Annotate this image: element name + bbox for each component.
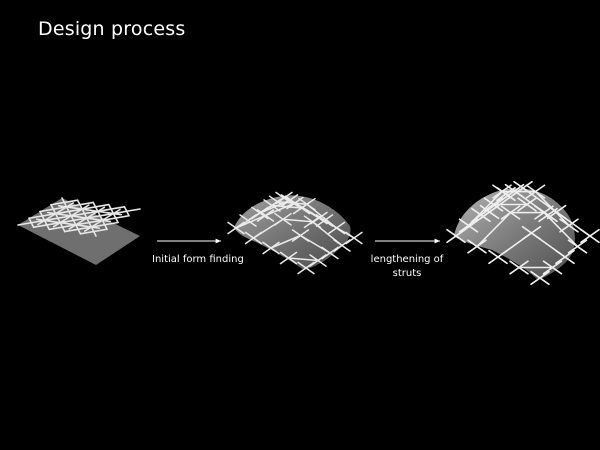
strut xyxy=(76,199,83,210)
strut xyxy=(28,217,35,228)
strut xyxy=(81,208,88,219)
strut xyxy=(57,205,122,216)
strut xyxy=(271,204,303,209)
strut xyxy=(39,210,46,222)
strut xyxy=(530,270,550,286)
strut xyxy=(35,218,100,229)
strut xyxy=(108,203,115,215)
strut xyxy=(68,206,106,230)
step-label-lengthening: lengthening of struts xyxy=(370,254,444,279)
strut xyxy=(90,226,97,237)
strut xyxy=(323,219,355,239)
strut xyxy=(101,219,108,231)
strut xyxy=(70,215,77,226)
shallow-dome-struts xyxy=(227,191,363,275)
tall-dome-struts xyxy=(446,180,600,286)
strut xyxy=(276,201,308,206)
strut xyxy=(75,224,82,235)
strut xyxy=(311,221,343,247)
strut xyxy=(282,218,314,223)
strut xyxy=(37,202,74,226)
strut xyxy=(65,206,72,217)
strut xyxy=(543,211,579,248)
strut xyxy=(497,232,533,258)
strut xyxy=(50,203,57,215)
strut xyxy=(264,202,296,217)
strut xyxy=(46,211,111,223)
strut xyxy=(52,204,90,228)
step-label-form-finding: Initial form finding xyxy=(152,254,244,265)
strut xyxy=(54,212,62,224)
strut xyxy=(530,232,566,258)
strut xyxy=(86,217,93,228)
page-title: Design process xyxy=(38,18,186,40)
strut xyxy=(288,199,320,219)
strut xyxy=(299,234,331,254)
strut xyxy=(496,186,516,202)
strut xyxy=(476,211,512,248)
strut xyxy=(455,211,491,237)
strut xyxy=(513,190,549,216)
flat-struts xyxy=(17,197,141,237)
stage-shallow-dome xyxy=(227,191,363,275)
strut xyxy=(555,211,591,237)
stage-flat-grid xyxy=(17,197,141,265)
strut xyxy=(92,201,99,213)
strut xyxy=(123,206,130,217)
strut xyxy=(480,190,516,216)
strut xyxy=(59,221,66,233)
tall-dome-membrane xyxy=(454,188,575,280)
strut xyxy=(235,214,267,229)
strut xyxy=(287,257,319,262)
strut xyxy=(112,212,119,224)
strut xyxy=(252,218,284,239)
strut xyxy=(97,210,104,222)
strut xyxy=(61,197,68,208)
strut xyxy=(270,234,302,249)
strut xyxy=(43,219,51,231)
stage-tall-dome xyxy=(446,180,600,286)
strut xyxy=(467,190,503,227)
strut xyxy=(534,190,570,227)
strut xyxy=(84,208,121,232)
